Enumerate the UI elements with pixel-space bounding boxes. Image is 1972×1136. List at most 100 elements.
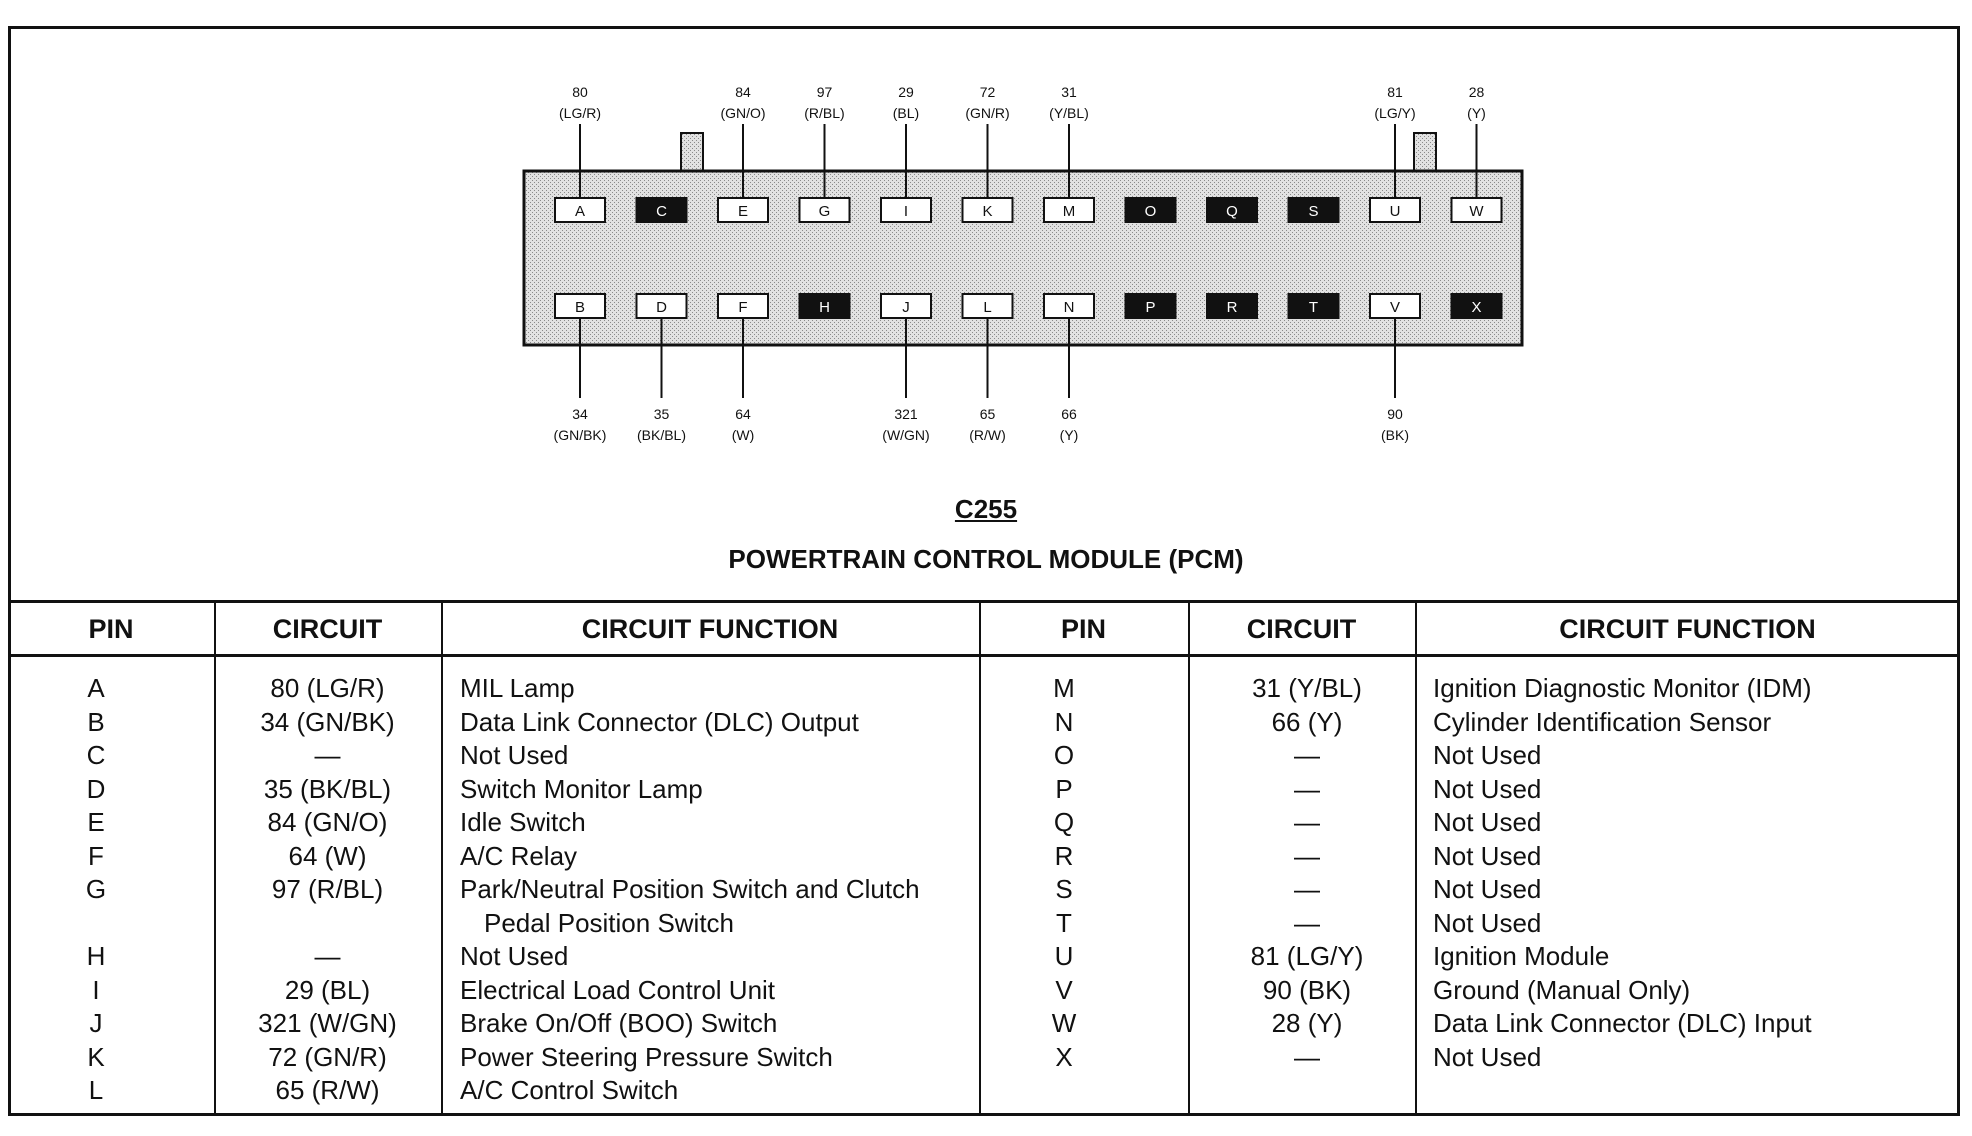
circuit-number-label: 31 bbox=[1061, 84, 1077, 100]
pin-letter: H bbox=[819, 299, 830, 316]
pin-cavity-g: G bbox=[798, 197, 851, 223]
pin-cavity-p: P bbox=[1124, 293, 1177, 319]
table-cell-function: Ignition Diagnostic Monitor (IDM) bbox=[1433, 673, 1812, 703]
pin-letter: T bbox=[1309, 299, 1318, 316]
wire-callout-f: 64(W) bbox=[732, 318, 754, 443]
table-cell-pin: U bbox=[1054, 941, 1074, 971]
circuit-number-label: 34 bbox=[572, 406, 588, 422]
table-cell-pin: Q bbox=[1053, 807, 1075, 837]
pin-cavity-a: A bbox=[554, 197, 606, 223]
connector-title: C255 bbox=[954, 494, 1018, 524]
wire-callout-i: 29(BL) bbox=[893, 84, 919, 198]
table-cell-circuit: 66 (Y) bbox=[1271, 706, 1343, 737]
column-divider bbox=[1188, 600, 1190, 1116]
table-cell-function: Power Steering Pressure Switch bbox=[460, 1041, 833, 1072]
pin-letter: A bbox=[575, 203, 585, 220]
circuit-number-label: 90 bbox=[1387, 406, 1403, 422]
connector-tab-right bbox=[1413, 132, 1437, 172]
table-cell-circuit bbox=[214, 907, 441, 941]
wire-color-label: (LG/Y) bbox=[1374, 105, 1415, 121]
table-cell-circuit: 35 (BK/BL) bbox=[263, 773, 392, 804]
table-cell-function: Switch Monitor Lamp bbox=[460, 773, 703, 804]
pin-letter: X bbox=[1471, 299, 1481, 316]
wire-callout-d: 35 (BK/BL) bbox=[637, 318, 686, 443]
header-pin-right: PIN bbox=[1060, 614, 1106, 644]
wire-callout-k: 72(GN/R) bbox=[965, 84, 1010, 198]
connector-subtitle: POWERTRAIN CONTROL MODULE (PCM) bbox=[728, 544, 1244, 574]
table-cell-function: Not Used bbox=[460, 941, 569, 971]
pin-cavity-o: O bbox=[1124, 197, 1177, 223]
pin-letter: D bbox=[656, 299, 667, 316]
pin-letter: G bbox=[819, 203, 831, 220]
table-cell-circuit: 97 (R/BL) bbox=[271, 874, 384, 904]
table-cell-function: Cylinder Identification Sensor bbox=[1433, 706, 1772, 737]
header-underline bbox=[8, 654, 1960, 657]
table-cell-function: Not Used bbox=[460, 740, 569, 770]
table-cell-pin: A bbox=[87, 673, 105, 703]
table-cell-circuit: — bbox=[314, 740, 341, 770]
pin-letter: V bbox=[1390, 299, 1400, 316]
table-cell-function: A/C Control Switch bbox=[460, 1075, 679, 1105]
wire-color-label: (BK/BL) bbox=[637, 427, 686, 443]
circuit-number-label: 64 bbox=[735, 406, 751, 422]
wire-callout-l: 65(R/W) bbox=[969, 318, 1006, 443]
pin-letter: O bbox=[1145, 203, 1157, 220]
table-cell-pin: X bbox=[1055, 1041, 1073, 1072]
table-cell-pin bbox=[8, 907, 184, 941]
right-circuit-column: 31 (Y/BL)66 (Y)——————81 (LG/Y)90 (BK)28 … bbox=[1188, 672, 1426, 1074]
table-cell-function: Not Used bbox=[1433, 840, 1542, 871]
table-cell-circuit: 29 (BL) bbox=[284, 974, 371, 1005]
header-function-left: CIRCUIT FUNCTION bbox=[581, 614, 839, 644]
pin-letter: F bbox=[738, 299, 747, 316]
table-cell-pin: B bbox=[87, 706, 105, 737]
table-cell-circuit: — bbox=[1294, 840, 1320, 871]
wire-callout-w: 28(Y) bbox=[1467, 84, 1486, 198]
table-cell-function: Not Used bbox=[1433, 907, 1542, 938]
table-cell-pin: P bbox=[1055, 773, 1073, 804]
column-divider bbox=[1415, 600, 1417, 1116]
pin-letter: E bbox=[738, 203, 748, 220]
pin-letter: I bbox=[904, 203, 908, 220]
wire-color-label: (W/GN) bbox=[882, 427, 929, 443]
pin-cavity-r: R bbox=[1206, 293, 1258, 319]
wire-color-label: (LG/R) bbox=[559, 105, 601, 121]
pin-letter: M bbox=[1063, 203, 1076, 220]
pin-cavity-b: B bbox=[554, 293, 606, 319]
pin-letter: U bbox=[1390, 203, 1401, 220]
connector-body bbox=[522, 169, 1524, 347]
table-top-border bbox=[8, 600, 1960, 603]
wire-color-label: (GN/R) bbox=[965, 105, 1009, 121]
table-cell-pin: V bbox=[1055, 974, 1073, 1005]
header-pin-left: PIN bbox=[88, 614, 134, 644]
table-cell-function: Not Used bbox=[1433, 773, 1542, 804]
pin-cavity-t: T bbox=[1287, 293, 1340, 319]
table-cell-pin: T bbox=[1056, 907, 1072, 938]
header-function-right: CIRCUIT FUNCTION bbox=[1559, 614, 1816, 644]
pin-cavity-v: V bbox=[1369, 293, 1421, 319]
wire-color-label: (R/BL) bbox=[804, 105, 844, 121]
table-cell-function: Not Used bbox=[1433, 807, 1542, 837]
table-cell-circuit: 64 (W) bbox=[288, 840, 367, 871]
table-cell-function: A/C Relay bbox=[460, 840, 578, 871]
pin-cavity-c: C bbox=[635, 197, 688, 223]
table-cell-function: Not Used bbox=[1433, 874, 1542, 904]
table-cell-pin: H bbox=[86, 941, 106, 971]
connector-tab-left bbox=[680, 132, 704, 172]
wire-callout-v: 90(BK) bbox=[1381, 318, 1409, 443]
circuit-number-label: 81 bbox=[1387, 84, 1403, 100]
pin-letter: P bbox=[1145, 299, 1155, 316]
table-cell-function: Data Link Connector (DLC) Output bbox=[460, 706, 859, 737]
circuit-number-label: 35 bbox=[654, 406, 670, 422]
wire-color-label: (GN/O) bbox=[720, 105, 765, 121]
circuit-number-label: 65 bbox=[980, 406, 996, 422]
pin-letter: J bbox=[902, 299, 910, 316]
pin-cavity-l: L bbox=[961, 293, 1014, 319]
table-cell-circuit: — bbox=[1294, 773, 1320, 804]
header-circuit-left: CIRCUIT bbox=[272, 614, 383, 644]
circuit-number-label: 29 bbox=[898, 84, 914, 100]
table-cell-circuit: — bbox=[1294, 807, 1320, 837]
pin-letter: L bbox=[983, 299, 991, 316]
